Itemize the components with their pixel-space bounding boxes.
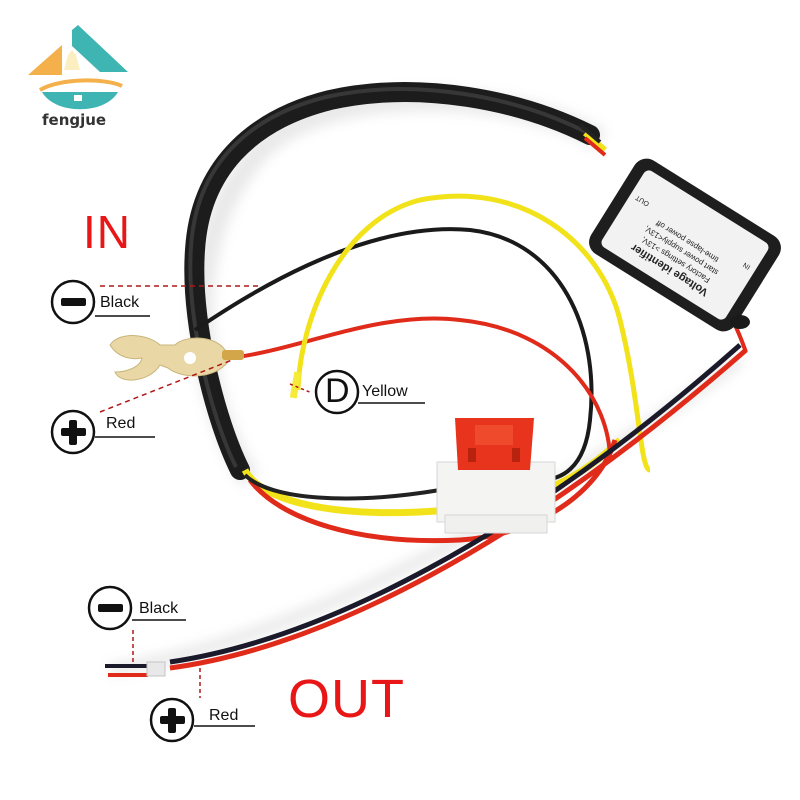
out-plus-symbol — [149, 697, 255, 743]
stripped-black-tip — [105, 664, 147, 668]
brand-name: fengjue — [42, 111, 107, 129]
output-section-title: OUT — [288, 669, 405, 729]
voltage-identifier-box — [589, 158, 781, 332]
out-black-label: Black — [139, 600, 179, 617]
fuse — [455, 418, 534, 470]
input-black-wire — [193, 227, 594, 482]
fengjue-logo — [28, 25, 128, 110]
controller-in-label: IN — [742, 260, 752, 271]
input-section-title: IN — [83, 206, 131, 258]
out-red-label: Red — [209, 707, 239, 724]
input-red-wire — [229, 316, 612, 461]
stripped-red-tip — [108, 673, 148, 677]
in-black-label: Black — [100, 294, 140, 311]
yellow-label: Yellow — [362, 383, 408, 400]
yellow-signal-wire — [295, 193, 652, 473]
output-twin-wire-black — [169, 343, 742, 665]
yellow-wire-tip — [289, 371, 302, 399]
output-twin-wire-red — [169, 348, 748, 671]
in-red-label: Red — [106, 415, 136, 432]
in-plus-symbol — [50, 409, 155, 455]
red-wire-loop — [248, 439, 618, 544]
fork-terminal — [109, 335, 244, 381]
d-symbol-letter: D — [325, 372, 350, 410]
out-minus-symbol — [87, 585, 186, 631]
fuse-holder — [436, 461, 556, 534]
in-minus-symbol — [50, 279, 150, 325]
black-wire-loop — [243, 473, 441, 501]
d-signal-symbol — [314, 369, 425, 415]
